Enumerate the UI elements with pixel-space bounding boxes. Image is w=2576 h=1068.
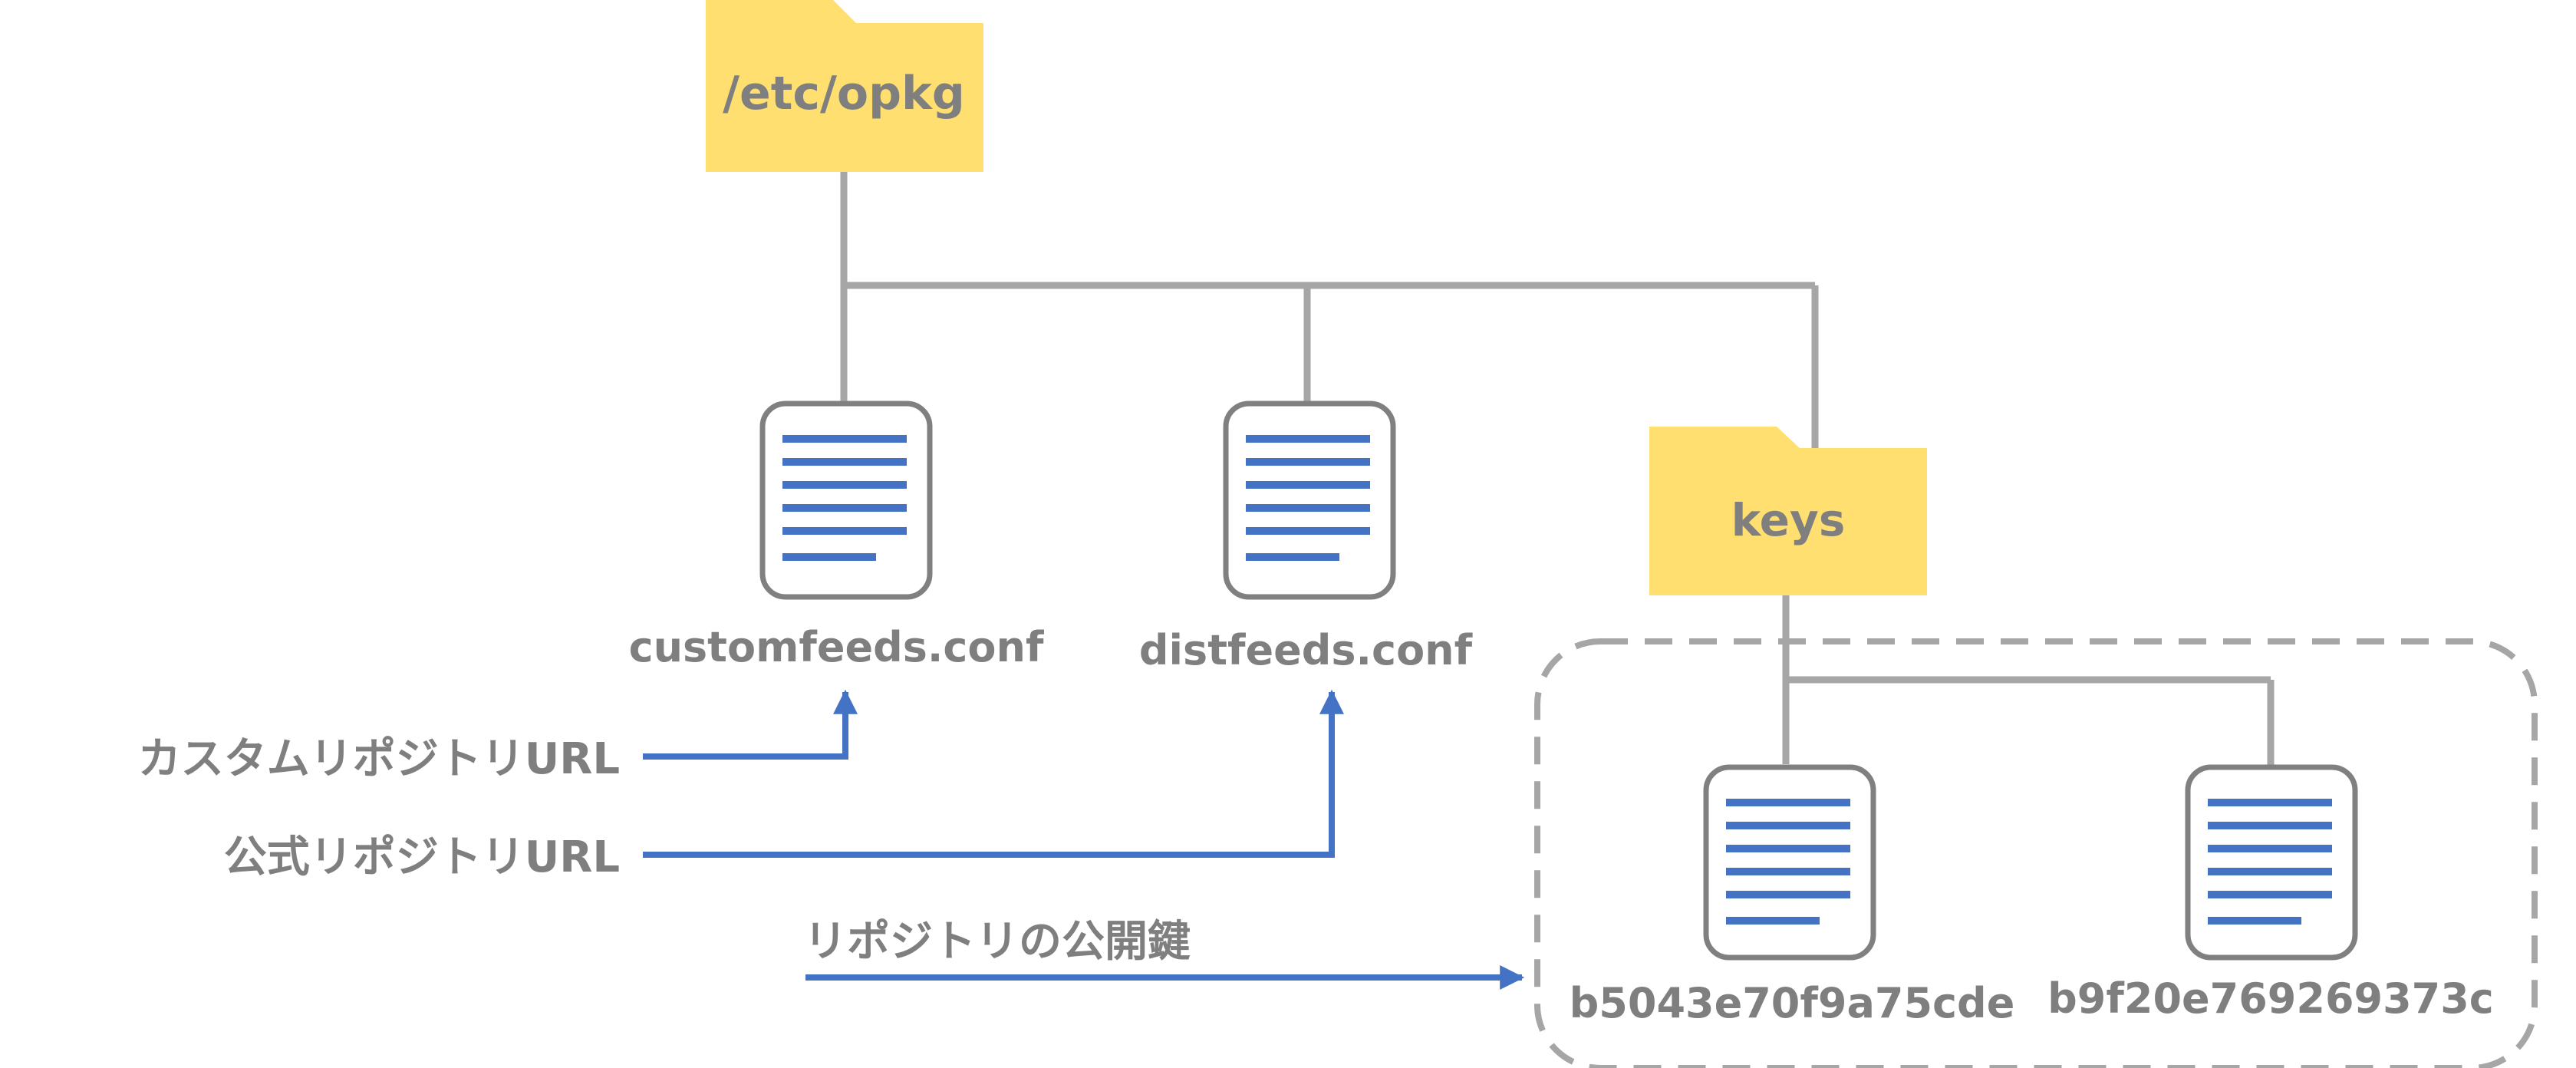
key-file-2-label: b9f20e769269373c [2047, 974, 2494, 1023]
document-icon [2185, 764, 2358, 961]
custom-repo-arrow [643, 689, 858, 760]
distfeeds-file[interactable]: distfeeds.conf [1139, 400, 1473, 674]
keys-folder[interactable]: keys [1649, 427, 1927, 595]
document-icon [1703, 764, 1876, 961]
distfeeds-file-label: distfeeds.conf [1139, 626, 1473, 674]
keys-contents-group [1534, 638, 2538, 1068]
annotation-arrows [643, 689, 1525, 990]
tree-lines [840, 169, 2275, 767]
custom-repo-url-label: カスタムリポジトリURL [138, 734, 620, 784]
folder-icon [1649, 427, 1927, 595]
customfeeds-file[interactable]: customfeeds.conf [629, 400, 1044, 671]
repo-public-key-label: リポジトリの公開鍵 [804, 917, 1191, 967]
keys-folder-label: keys [1731, 494, 1846, 546]
key-file-2[interactable]: b9f20e769269373c [2047, 764, 2494, 1023]
customfeeds-file-label: customfeeds.conf [629, 623, 1044, 671]
official-repo-url-label: 公式リポジトリURL [224, 832, 620, 882]
official-repo-arrow [643, 689, 1344, 858]
document-icon [1223, 400, 1396, 600]
root-folder[interactable]: /etc/opkg [706, 0, 983, 172]
root-folder-label: /etc/opkg [723, 67, 965, 120]
key-file-1-label: b5043e70f9a75cde [1570, 979, 2015, 1027]
folder-icon [706, 0, 983, 172]
key-file-1[interactable]: b5043e70f9a75cde [1570, 764, 2015, 1027]
document-icon [759, 400, 933, 600]
